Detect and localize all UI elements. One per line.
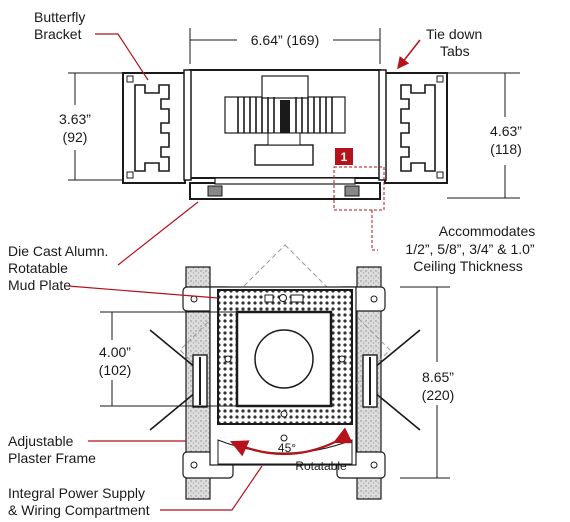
note-badge	[335, 148, 353, 165]
aperture-dim-mm: (102)	[99, 362, 132, 378]
mud-plate-label-line1: Die Cast Alumn.	[8, 243, 108, 259]
frame-dim-inch: 8.65”	[422, 369, 454, 385]
frame-dimension: 8.65” (220)	[400, 286, 455, 479]
plaster-frame-callout: Adjustable Plaster Frame	[8, 433, 186, 466]
accommodates-label-line2: 1/2”, 5/8”, 3/4” & 1.0”	[405, 241, 535, 257]
mud-plate-label-line2: Rotatable	[8, 260, 68, 276]
mud-plate-callout: Die Cast Alumn. Rotatable Mud Plate	[8, 201, 219, 299]
left-height-label-inch: 3.63”	[59, 111, 91, 127]
power-supply-label-line1: Integral Power Supply	[8, 485, 145, 501]
frame-dim-mm: (220)	[422, 387, 455, 403]
tie-down-label-line1: Tie down	[426, 26, 482, 42]
note-badge-number: 1	[341, 150, 348, 164]
right-height-label-mm: (118)	[490, 141, 522, 157]
width-dimension-label: 6.64” (169)	[251, 32, 319, 48]
width-dimension: 6.64” (169)	[189, 28, 381, 64]
mud-plate	[217, 289, 353, 442]
accommodates-label-line1: Accommodates	[439, 223, 535, 239]
aperture-circle	[254, 329, 314, 389]
heat-sink	[224, 75, 346, 166]
aperture-dimension: 4.00” (102)	[99, 311, 237, 407]
rotation-arrow	[229, 427, 353, 457]
tie-down-label-line2: Tabs	[440, 43, 470, 59]
rotation-label: Rotatable	[295, 459, 347, 473]
rotation-degrees: 45°	[278, 441, 296, 455]
butterfly-bracket-label-line1: Butterfly	[34, 9, 85, 25]
aperture-dim-inch: 4.00”	[99, 344, 131, 360]
ceiling-thickness-callout: 1 Accommodates 1/2”, 5/8”, 3/4” & 1.0” C…	[333, 148, 535, 274]
bottom-plan-view: 45° Rotatable 4.00” (102) 8.65” (220) Di…	[8, 201, 455, 518]
top-elevation-view: 6.64” (169) 3.63” (92) 4.63” (118) Butte…	[34, 9, 535, 274]
plaster-frame-label-line1: Adjustable	[8, 433, 74, 449]
right-butterfly-bracket	[384, 72, 448, 184]
accommodates-label-line3: Ceiling Thickness	[413, 258, 522, 274]
mud-plate-label-line3: Mud Plate	[8, 277, 71, 293]
power-supply-label-line2: & Wiring Compartment	[8, 502, 150, 518]
butterfly-bracket-callout: Butterfly Bracket	[34, 9, 149, 81]
right-height-dimension: 4.63” (118)	[447, 72, 522, 199]
left-height-label-mm: (92)	[63, 129, 88, 145]
right-height-label-inch: 4.63”	[490, 123, 522, 139]
tie-down-tabs-callout: Tie down Tabs	[397, 26, 482, 70]
butterfly-bracket-label-line2: Bracket	[34, 26, 82, 42]
power-supply-callout: Integral Power Supply & Wiring Compartme…	[8, 465, 263, 518]
plaster-frame-label-line2: Plaster Frame	[8, 450, 96, 466]
left-height-dimension: 3.63” (92)	[59, 72, 123, 181]
bracket-arms	[149, 329, 421, 431]
left-butterfly-bracket	[122, 72, 186, 184]
